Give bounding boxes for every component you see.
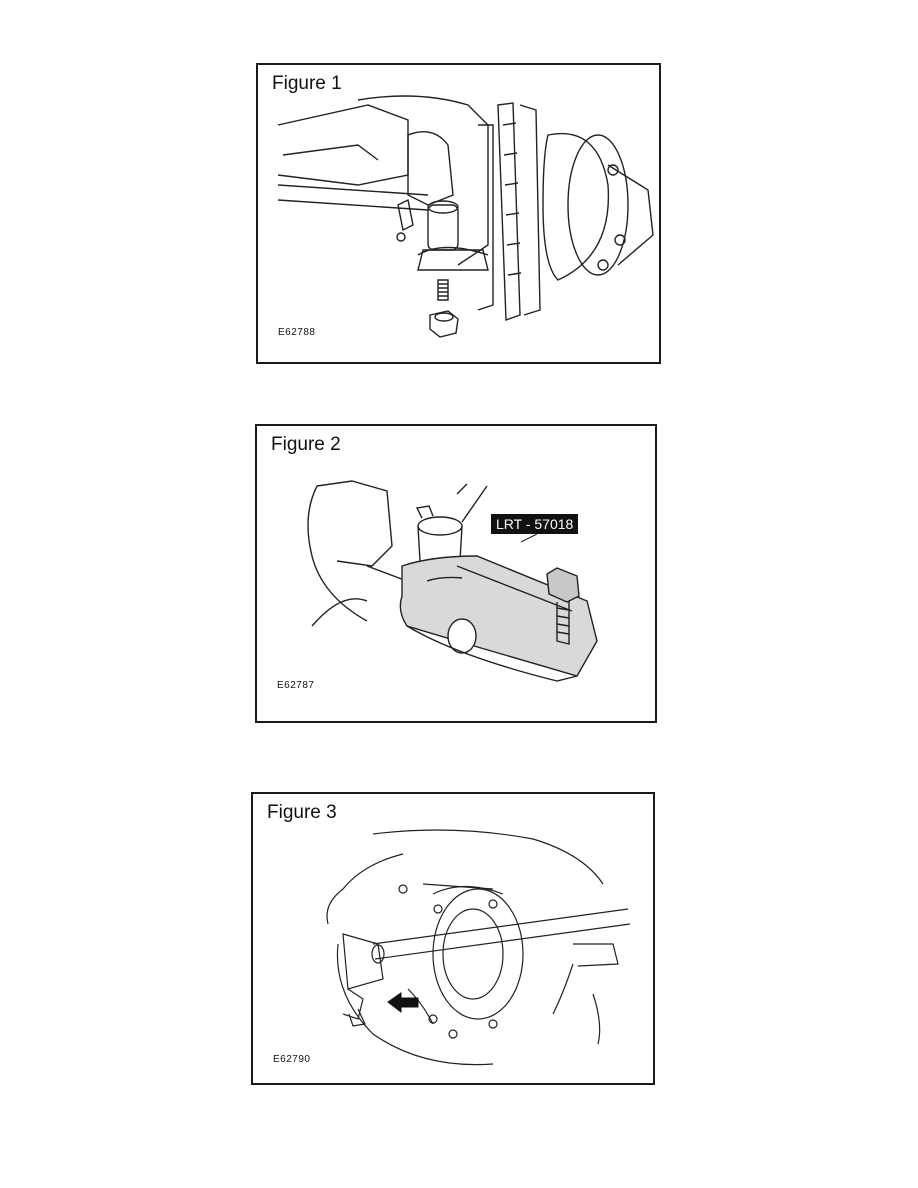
figure-2-illustration bbox=[307, 480, 598, 682]
figure-1-code: E62788 bbox=[278, 327, 316, 338]
figure-1: Figure 1 E62788 bbox=[256, 63, 661, 364]
figure-3-title: Figure 3 bbox=[267, 802, 337, 823]
figure-2-code: E62787 bbox=[277, 680, 315, 691]
figure-3-illustration bbox=[326, 829, 631, 1066]
figure-1-title: Figure 1 bbox=[272, 73, 342, 94]
figure-2: Figure 2 LRT - 57018 E62787 bbox=[255, 424, 657, 723]
tool-label: LRT - 57018 bbox=[491, 514, 579, 534]
figure-3-code: E62790 bbox=[273, 1054, 311, 1065]
figure-3: Figure 3 E62790 bbox=[251, 792, 655, 1085]
figure-1-illustration bbox=[277, 95, 654, 338]
figure-2-title: Figure 2 bbox=[271, 434, 341, 455]
